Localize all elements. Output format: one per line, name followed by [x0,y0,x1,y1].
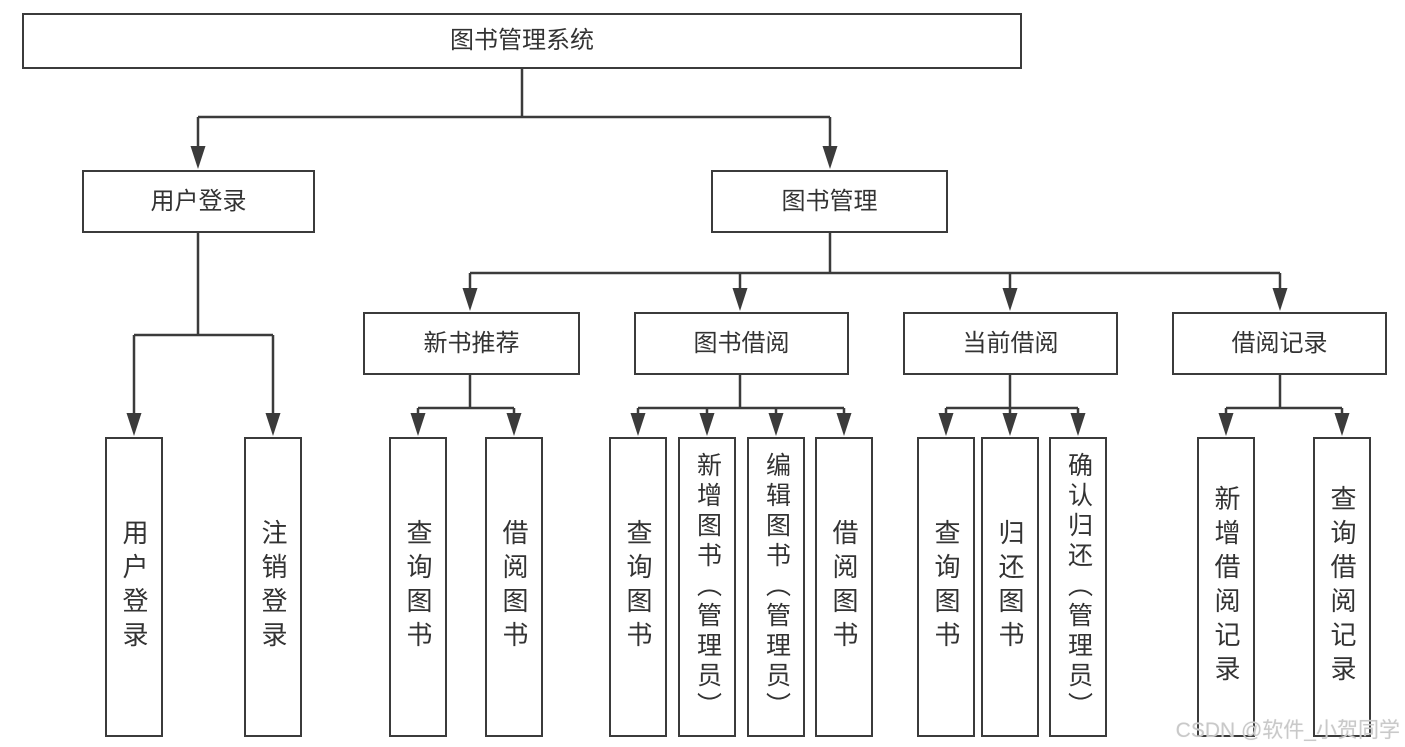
leaf-logout: 注销登录 [244,437,302,737]
root-node-label: 图书管理系统 [450,27,594,54]
leaf-query-borrow-record: 查询借阅记录 [1313,437,1371,737]
leaf-borrow-books-newbook: 借阅图书 [485,437,543,737]
user-login-node-label: 用户登录 [150,187,247,215]
leaf-logout-label: 注销登录 [258,519,288,655]
leaf-query-books-current-label: 查询图书 [931,519,961,655]
borrow-records-node: 借阅记录 [1172,312,1387,375]
leaf-borrow-books-label: 借阅图书 [829,519,859,655]
root-node-system: 图书管理系统 [22,13,1022,69]
leaf-query-books-current: 查询图书 [917,437,975,737]
leaf-edit-books-admin-label: 编辑图书（管理员） [762,452,791,722]
leaf-confirm-return-admin: 确认归还（管理员） [1049,437,1107,737]
leaf-add-books-admin-label: 新增图书（管理员） [693,452,722,722]
book-borrow-node: 图书借阅 [634,312,849,375]
leaf-return-books-label: 归还图书 [995,519,1025,655]
leaf-return-books: 归还图书 [981,437,1039,737]
leaf-add-borrow-record: 新增借阅记录 [1197,437,1255,737]
current-borrow-node: 当前借阅 [903,312,1118,375]
borrow-records-label: 借阅记录 [1231,329,1328,357]
leaf-query-books-newbook: 查询图书 [389,437,447,737]
leaf-query-books-borrow-label: 查询图书 [623,519,653,655]
leaf-query-books-newbook-label: 查询图书 [403,519,433,655]
user-login-node: 用户登录 [82,170,315,233]
new-book-recommend-label: 新书推荐 [423,329,520,357]
leaf-query-books-borrow: 查询图书 [609,437,667,737]
current-borrow-label: 当前借阅 [962,329,1059,357]
leaf-user-login: 用户登录 [105,437,163,737]
leaf-user-login-label: 用户登录 [119,519,149,655]
leaf-borrow-books-newbook-label: 借阅图书 [499,519,529,655]
leaf-borrow-books: 借阅图书 [815,437,873,737]
leaf-query-borrow-record-label: 查询借阅记录 [1327,485,1357,689]
book-management-node-label: 图书管理 [781,187,878,215]
csdn-watermark: CSDN @软件_小贺同学 [1175,719,1400,742]
leaf-add-books-admin: 新增图书（管理员） [678,437,736,737]
leaf-edit-books-admin: 编辑图书（管理员） [747,437,805,737]
new-book-recommend-node: 新书推荐 [363,312,580,375]
leaf-add-borrow-record-label: 新增借阅记录 [1211,485,1241,689]
book-management-node: 图书管理 [711,170,948,233]
leaf-confirm-return-admin-label: 确认归还（管理员） [1064,452,1093,722]
book-borrow-label: 图书借阅 [693,329,790,357]
